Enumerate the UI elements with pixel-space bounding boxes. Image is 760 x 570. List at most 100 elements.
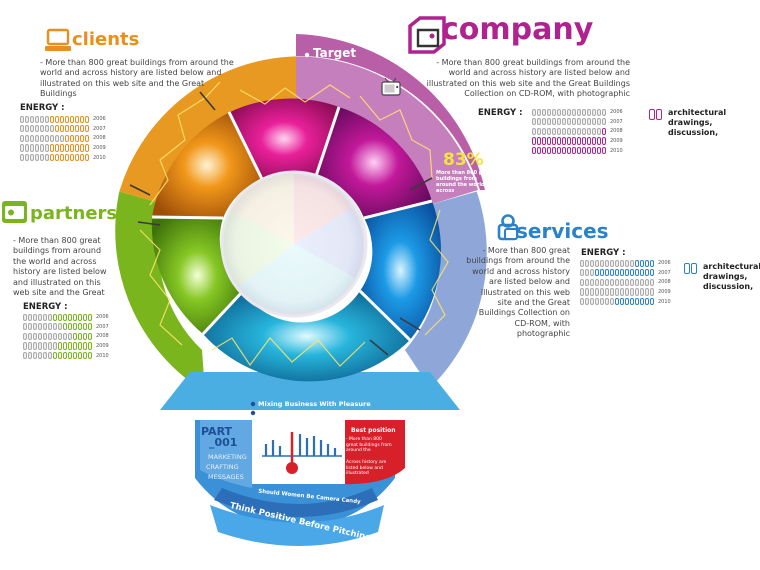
energy-segment <box>20 125 24 133</box>
energy-year: 2006 <box>658 260 671 267</box>
cube-icon <box>408 16 446 54</box>
energy-segment <box>585 259 589 267</box>
energy-segment <box>73 323 77 331</box>
energy-segment <box>75 115 79 123</box>
energy-segment <box>80 154 84 162</box>
energy-segment <box>35 144 39 152</box>
outer-ring-periwinkle <box>405 191 487 388</box>
energy-segment <box>50 115 54 123</box>
energy-segment <box>542 137 546 145</box>
energy-segment <box>53 313 57 321</box>
energy-segment <box>567 147 571 155</box>
energy-segment <box>630 259 634 267</box>
energy-segment <box>73 352 77 360</box>
energy-segment <box>35 125 39 133</box>
energy-segment <box>585 298 589 306</box>
energy-segment <box>55 144 59 152</box>
energy-segment <box>537 108 541 116</box>
energy-row: 2007 <box>532 118 623 127</box>
energy-segment <box>33 332 37 341</box>
energy-segment <box>605 288 609 296</box>
energy-segment <box>625 298 629 306</box>
energy-segment <box>630 269 634 277</box>
energy-segment <box>625 278 629 287</box>
energy-segment <box>547 137 551 145</box>
energy-year: 2006 <box>96 314 109 321</box>
energy-segment <box>650 288 654 296</box>
energy-segment <box>605 298 609 306</box>
energy-row: 2010 <box>580 297 671 306</box>
energy-segment <box>75 125 79 133</box>
energy-segment <box>35 115 39 123</box>
energy-row: 2006 <box>580 259 671 268</box>
part-number: _001 <box>209 436 238 449</box>
energy-row: 2007 <box>580 269 671 278</box>
energy-segment <box>50 125 54 133</box>
energy-segment <box>532 118 536 126</box>
energy-segment <box>33 352 37 360</box>
company-legend-text: architectural drawings, discussion, <box>668 108 727 137</box>
energy-segment <box>40 125 44 133</box>
clients-energy-label: ENERGY : <box>20 103 65 113</box>
energy-segment <box>547 147 551 155</box>
energy-segment <box>650 259 654 267</box>
energy-segment <box>645 288 649 296</box>
bullet-dot <box>250 401 256 407</box>
energy-segment <box>590 269 594 277</box>
energy-segment <box>640 269 644 277</box>
energy-segment <box>625 269 629 277</box>
energy-segment <box>25 125 29 133</box>
energy-segment <box>542 147 546 155</box>
energy-segment <box>63 342 67 350</box>
energy-segment <box>620 278 624 287</box>
energy-segment <box>595 259 599 267</box>
energy-segment <box>580 298 584 306</box>
energy-segment <box>577 127 581 136</box>
energy-segment <box>70 154 74 162</box>
bullet-line-2: MARKETING CRAFTING MESSAGES <box>258 409 383 417</box>
energy-segment <box>610 269 614 277</box>
energy-segment <box>80 134 84 143</box>
energy-segment <box>557 147 561 155</box>
gauge-red-panel <box>338 420 405 485</box>
energy-segment <box>595 269 599 277</box>
energy-segment <box>537 118 541 126</box>
energy-segment <box>552 147 556 155</box>
energy-segment <box>547 118 551 126</box>
energy-segment <box>85 134 89 143</box>
partners-description: - More than 800 great buildings from aro… <box>13 236 107 298</box>
energy-segment <box>587 108 591 116</box>
target-label: Target <box>313 46 357 60</box>
energy-segment <box>50 144 54 152</box>
energy-segment <box>585 269 589 277</box>
energy-segment <box>30 144 34 152</box>
target-percent: 83% <box>443 150 484 170</box>
energy-segment <box>582 137 586 145</box>
energy-segment <box>537 127 541 136</box>
energy-segment <box>542 118 546 126</box>
energy-year: 2010 <box>658 298 671 305</box>
energy-segment <box>635 269 639 277</box>
energy-segment <box>63 313 67 321</box>
energy-row: 2006 <box>532 108 623 117</box>
energy-segment <box>48 313 52 321</box>
energy-segment <box>557 108 561 116</box>
energy-segment <box>597 147 601 155</box>
energy-segment <box>532 137 536 145</box>
energy-year: 2009 <box>610 138 623 145</box>
energy-segment <box>63 332 67 341</box>
energy-segment <box>45 154 49 162</box>
bullet-dot <box>250 410 256 416</box>
energy-segment <box>58 342 62 350</box>
energy-segment <box>83 332 87 341</box>
energy-segment <box>83 313 87 321</box>
energy-segment <box>43 313 47 321</box>
energy-segment <box>20 154 24 162</box>
energy-segment <box>38 342 42 350</box>
energy-segment <box>625 288 629 296</box>
energy-segment <box>625 259 629 267</box>
energy-segment <box>557 137 561 145</box>
